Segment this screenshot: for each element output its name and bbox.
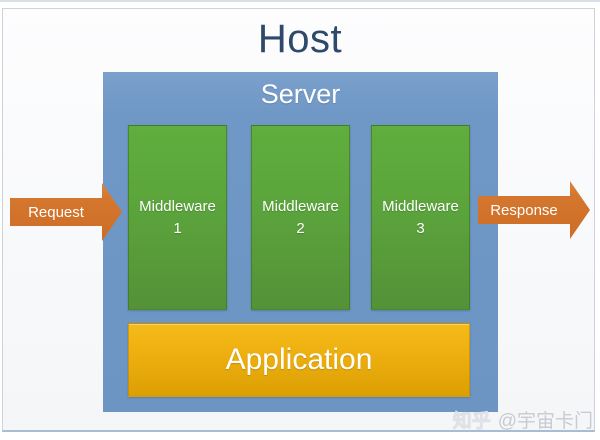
request-arrow: Request: [10, 183, 122, 241]
middleware-2-label-line2: 2: [296, 219, 305, 237]
middleware-2-box: Middleware 2: [251, 125, 350, 310]
watermark-brand: 知乎: [452, 411, 491, 432]
middleware-3-label-line1: Middleware: [382, 197, 459, 215]
middleware-1-label-line1: Middleware: [139, 197, 216, 215]
watermark-handle: @宇宙卡门: [497, 411, 593, 432]
application-label: Application: [225, 343, 373, 376]
application-box: Application: [128, 323, 470, 397]
request-arrow-shape: [10, 183, 122, 241]
host-title: Host: [257, 17, 343, 61]
middleware-3-label-line2: 3: [416, 219, 425, 237]
middleware-3-box: Middleware 3: [371, 125, 470, 310]
server-label: Server: [260, 79, 341, 109]
request-arrow-label: Request: [28, 204, 85, 221]
response-arrow: Response: [478, 181, 590, 239]
middleware-1-box: Middleware 1: [128, 125, 227, 310]
top-edge-line: [0, 0, 600, 2]
response-arrow-shape: [478, 181, 590, 239]
middleware-2-label-line1: Middleware: [262, 197, 339, 215]
response-arrow-label: Response: [490, 202, 558, 219]
middleware-1-label-line2: 1: [173, 219, 182, 237]
watermark: 知乎 @宇宙卡门: [453, 411, 593, 433]
